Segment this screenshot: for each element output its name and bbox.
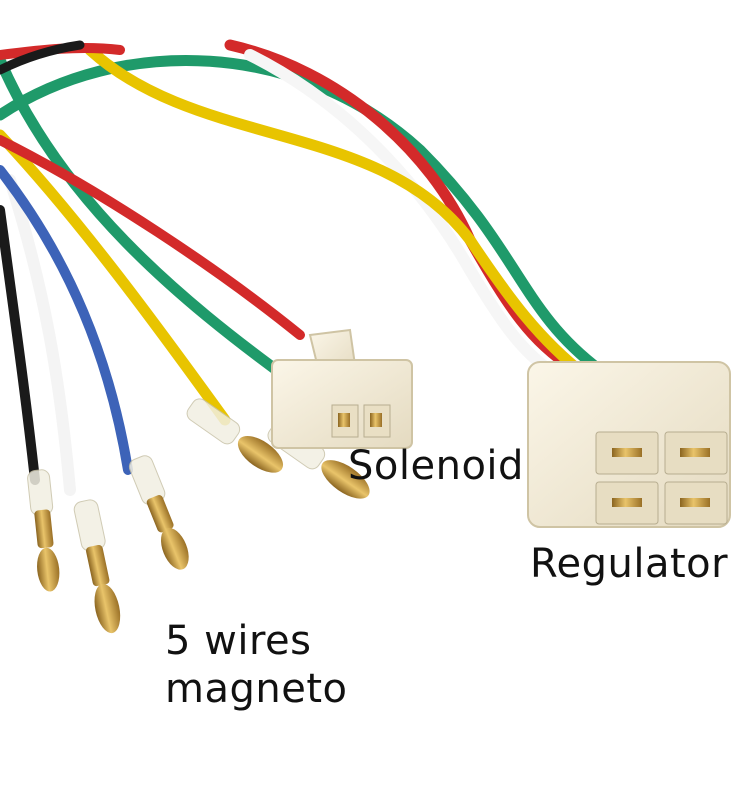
wire-white-magneto xyxy=(4,174,76,496)
bullet-pin xyxy=(27,469,60,592)
wire-black xyxy=(0,205,40,485)
solenoid-wires xyxy=(0,54,305,426)
regulator-wire-bundle xyxy=(0,39,606,381)
wire-yellow xyxy=(84,44,591,381)
magneto-label-line1: 5 wires xyxy=(165,618,312,664)
solenoid-label: Solenoid xyxy=(348,443,524,489)
top-wire-ends xyxy=(0,40,125,75)
solenoid-connector xyxy=(271,328,413,449)
bullet-pin xyxy=(186,398,284,473)
wire-white xyxy=(244,49,558,378)
magneto-label-line2: magneto xyxy=(165,666,348,712)
wire-yellow-solenoid xyxy=(0,129,231,426)
wire-red-solenoid xyxy=(0,135,305,340)
magneto-pins xyxy=(27,455,189,634)
wire-green-solenoid xyxy=(0,54,296,386)
magneto-wires xyxy=(0,165,133,496)
regulator-label: Regulator xyxy=(530,541,729,587)
wire-red xyxy=(224,39,581,376)
bullet-pin xyxy=(128,455,189,570)
bullet-pin xyxy=(73,499,121,634)
magneto-label: 5 wires magneto xyxy=(165,617,347,713)
wire-blue xyxy=(0,165,133,475)
regulator-connector xyxy=(527,361,731,528)
